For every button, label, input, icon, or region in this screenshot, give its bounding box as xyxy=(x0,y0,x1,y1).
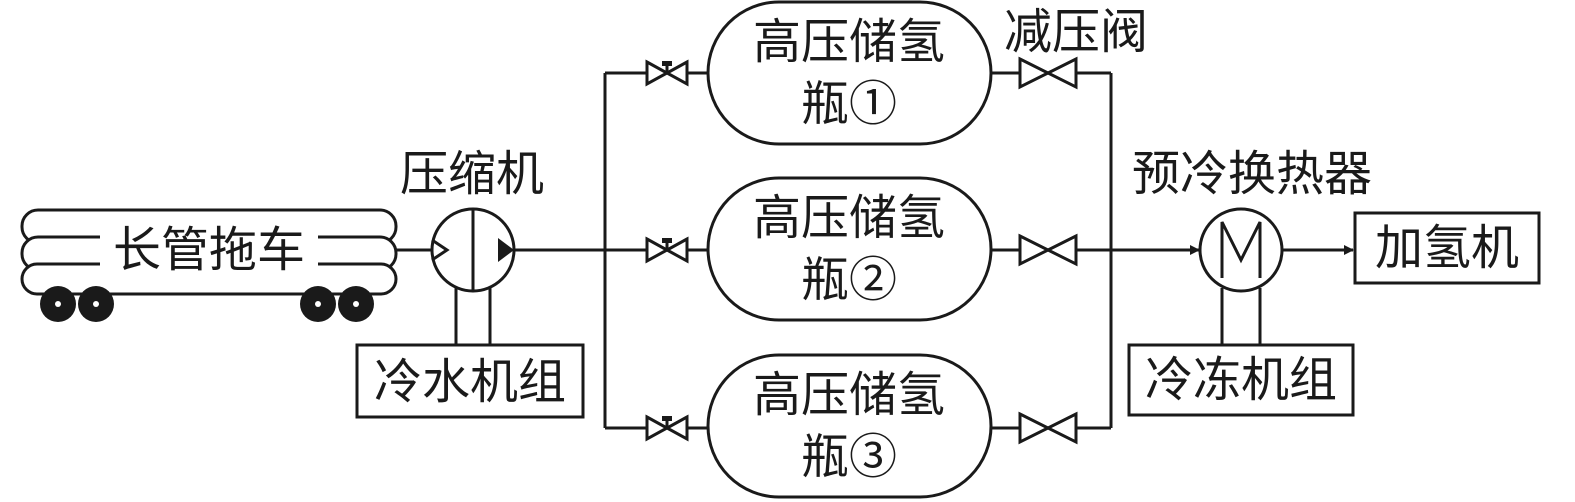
pressure-reducing-valve-2 xyxy=(1018,233,1078,267)
storage-tank-1-label-line1: 高压储氢 xyxy=(753,14,945,70)
storage-tank-2: 高压储氢 瓶② xyxy=(706,176,993,322)
tube-trailer-label: 长管拖车 xyxy=(113,222,305,278)
chiller-unit-box xyxy=(355,343,585,419)
compressor: 压缩机 xyxy=(400,146,544,293)
storage-tank-3-body xyxy=(706,353,993,499)
refrigeration-unit-box xyxy=(1127,343,1355,417)
precooling-heat-exchanger: 预冷换热器 xyxy=(1132,146,1372,293)
storage-tank-2-label-line1: 高压储氢 xyxy=(753,190,945,246)
refrigeration-unit: 冷冻机组 xyxy=(1127,343,1355,417)
pressure-reducing-valve-label: 减压阀 xyxy=(1004,4,1148,60)
refrigeration-unit-label: 冷冻机组 xyxy=(1145,352,1337,408)
dispenser-box xyxy=(1353,211,1541,285)
trailer-label-bg xyxy=(100,224,318,276)
chiller-unit-label: 冷水机组 xyxy=(374,354,566,410)
pressure-reducing-valve-1 xyxy=(1018,56,1078,90)
chiller-unit: 冷水机组 xyxy=(355,343,585,419)
inlet-valve-3 xyxy=(645,414,689,442)
storage-tank-3-label-line1: 高压储氢 xyxy=(753,367,945,423)
storage-tank-3: 高压储氢 瓶③ xyxy=(706,353,993,499)
dispenser-label: 加氢机 xyxy=(1375,220,1519,276)
inlet-valve-1 xyxy=(645,59,689,87)
hydrogen-dispenser: 加氢机 xyxy=(1353,211,1541,285)
inlet-valve-2 xyxy=(645,236,689,264)
storage-tank-3-label-line2: 瓶③ xyxy=(801,429,897,485)
storage-tank-1: 高压储氢 瓶① xyxy=(706,0,993,146)
storage-tank-1-label-line2: 瓶① xyxy=(801,76,897,132)
trailer-wheel-right xyxy=(300,286,374,322)
storage-tank-2-label-line2: 瓶② xyxy=(801,252,897,308)
pressure-reducing-valve-3 xyxy=(1018,411,1078,445)
tube-trailer: 长管拖车 xyxy=(20,208,398,322)
trailer-wheel-left xyxy=(40,286,114,322)
heat-exchanger-symbol xyxy=(1198,207,1284,293)
precooling-heat-exchanger-label: 预冷换热器 xyxy=(1132,146,1372,202)
compressor-label: 压缩机 xyxy=(400,146,544,202)
